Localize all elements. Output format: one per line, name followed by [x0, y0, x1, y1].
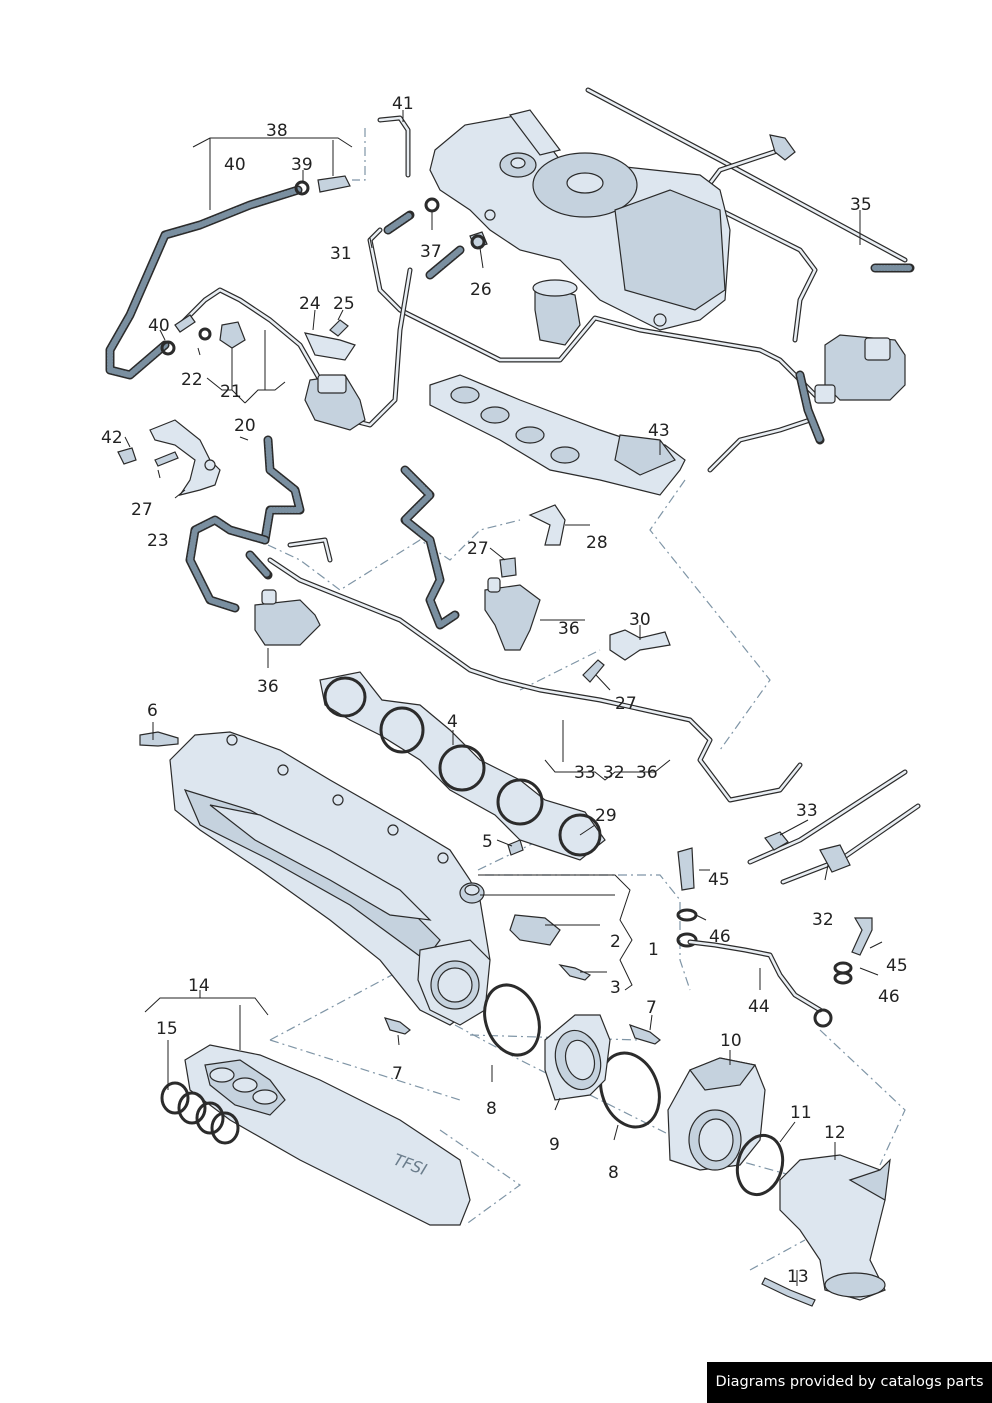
callout-1: 1 [648, 940, 659, 960]
valve-26 [469, 231, 581, 346]
callout-45b: 45 [886, 956, 908, 976]
gasket-8b [599, 1051, 661, 1129]
valve-36-left [254, 589, 321, 646]
valve-36-center [484, 577, 541, 651]
credit-footer: Diagrams provided by catalogs parts [707, 1362, 992, 1403]
callout-10: 10 [720, 1031, 742, 1051]
callout-23: 23 [147, 531, 169, 551]
callout-46a: 46 [709, 927, 731, 947]
callout-29: 29 [595, 806, 617, 826]
leader-lines [124, 110, 883, 1286]
callout-3: 3 [610, 978, 621, 998]
callout-6: 6 [147, 701, 158, 721]
callout-13: 13 [787, 1267, 809, 1287]
callout-21: 21 [220, 382, 242, 402]
callout-7b: 7 [392, 1064, 403, 1084]
intake-channel-plate-43 [429, 374, 686, 496]
callout-8a: 8 [486, 1099, 497, 1119]
callout-8b: 8 [608, 1163, 619, 1183]
callout-40a: 40 [224, 155, 246, 175]
callout-37: 37 [420, 242, 442, 262]
seal-11 [735, 1133, 785, 1197]
callout-36c: 36 [636, 763, 658, 783]
callout-36a: 36 [558, 619, 580, 639]
callout-2: 2 [610, 932, 621, 952]
callout-33a: 33 [574, 763, 596, 783]
throttle-body-10 [667, 1057, 766, 1171]
engine-cover-14: TFSI [184, 1044, 471, 1226]
callout-22: 22 [181, 370, 203, 390]
callout-45a: 45 [708, 870, 730, 890]
pcv-housing [429, 109, 731, 331]
callout-41: 41 [392, 94, 414, 114]
callout-4: 4 [447, 712, 458, 732]
gasket-8a [483, 983, 541, 1057]
callout-39: 39 [291, 155, 313, 175]
bracket-28 [528, 504, 566, 546]
callout-12: 12 [824, 1123, 846, 1143]
callout-11: 11 [790, 1103, 812, 1123]
valve-21 [304, 374, 366, 431]
callout-30: 30 [629, 610, 651, 630]
callout-46b: 46 [878, 987, 900, 1007]
callout-24: 24 [299, 294, 321, 314]
callout-32b: 32 [812, 910, 834, 930]
adapter-9 [544, 1014, 611, 1101]
pipe-44 [687, 939, 833, 1028]
fasteners [117, 115, 873, 1307]
callout-42: 42 [101, 428, 123, 448]
bracket-30 [609, 629, 671, 661]
callout-44: 44 [748, 997, 770, 1017]
sensor-2 [509, 914, 561, 946]
callout-labels: 1 2 3 4 5 6 7 7 8 8 9 10 11 12 13 14 15 … [101, 94, 908, 1287]
callout-15: 15 [156, 1019, 178, 1039]
vacuum-pipes [177, 87, 908, 803]
intake-manifold [169, 731, 491, 1026]
bracket-23 [149, 419, 221, 496]
cable-ties [747, 769, 921, 885]
solenoid-valve-35 [769, 134, 906, 404]
callout-26: 26 [470, 280, 492, 300]
callout-38: 38 [266, 121, 288, 141]
callout-33b: 33 [796, 801, 818, 821]
callout-27a: 27 [131, 500, 153, 520]
callout-43: 43 [648, 421, 670, 441]
callout-28: 28 [586, 533, 608, 553]
callout-20: 20 [234, 416, 256, 436]
callout-27c: 27 [615, 694, 637, 714]
callout-27b: 27 [467, 539, 489, 559]
callout-7a: 7 [646, 998, 657, 1018]
callout-9: 9 [549, 1135, 560, 1155]
callout-31: 31 [330, 244, 352, 264]
callout-5: 5 [482, 832, 493, 852]
callout-14: 14 [188, 976, 210, 996]
badge-rings-15 [160, 1081, 240, 1145]
gasket-4 [319, 671, 606, 861]
callout-32a: 32 [603, 763, 625, 783]
callout-35: 35 [850, 195, 872, 215]
callout-25: 25 [333, 294, 355, 314]
callout-36b: 36 [257, 677, 279, 697]
intake-elbow-12 [779, 1154, 891, 1301]
callout-40b: 40 [148, 316, 170, 336]
dotted-hoses [105, 185, 915, 630]
bracket-24 [303, 332, 356, 361]
